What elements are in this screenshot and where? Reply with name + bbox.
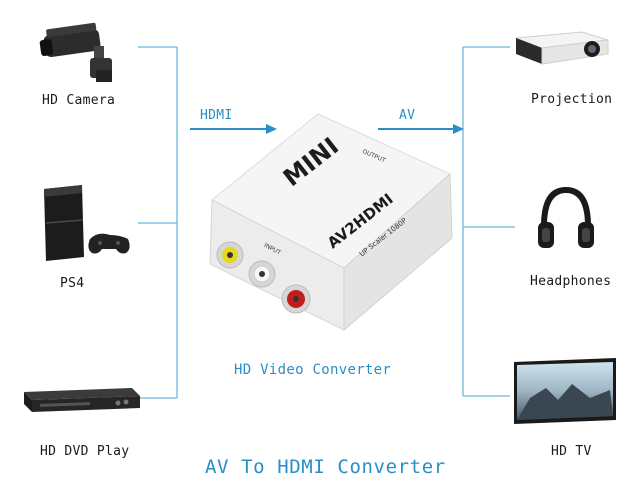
television-icon (514, 358, 616, 424)
converter-box-icon (209, 113, 453, 332)
hdtv-label: HD TV (551, 444, 592, 459)
rca-port-red (281, 284, 311, 314)
ps4-node (38, 183, 130, 267)
cctv-camera-icon (39, 22, 112, 82)
headphones-label: Headphones (530, 274, 612, 289)
footer-title: AV To HDMI Converter (205, 456, 446, 478)
game-console-icon (44, 185, 130, 261)
dvd-player-icon (24, 388, 140, 412)
hdtv-node (510, 358, 620, 428)
hdmi-arrow (190, 124, 277, 134)
projector-icon (515, 31, 609, 65)
projection-label: Projection (531, 92, 613, 107)
av-arrow (378, 124, 464, 134)
dvd-node (20, 382, 144, 416)
dvd-label: HD DVD Play (40, 444, 130, 459)
device-caption: HD Video Converter (234, 362, 392, 378)
headphones-node (536, 186, 596, 252)
rca-port-yellow (216, 241, 244, 269)
hd-camera-label: HD Camera (42, 93, 116, 108)
rca-port-white (248, 260, 276, 288)
converter-device: MINI AV2HDMI UP Scaler 1080P INPUT OUTPU… (200, 108, 462, 338)
av-label: AV (399, 108, 416, 123)
headphones-icon (538, 186, 594, 248)
hdmi-label: HDMI (200, 108, 233, 123)
projection-node (512, 28, 612, 70)
hd-camera-node (38, 10, 138, 90)
ps4-label: PS4 (60, 276, 85, 291)
